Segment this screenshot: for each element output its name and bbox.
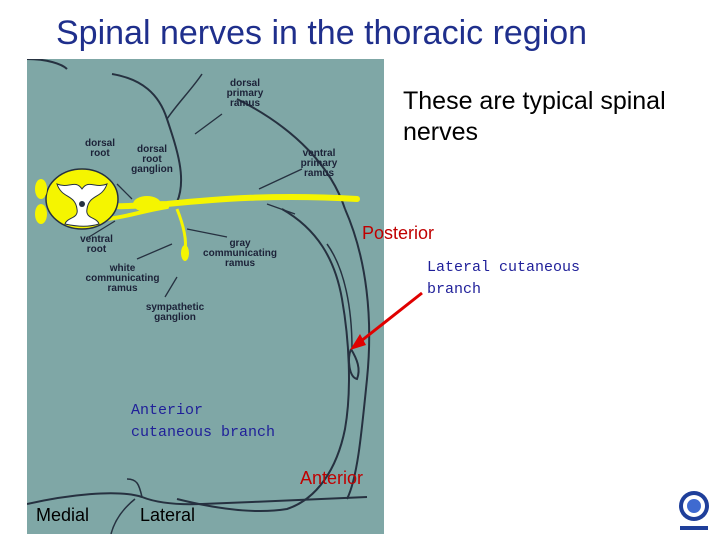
spinal-nerve-figure: dorsal primary ramus dorsal root dorsal … (27, 59, 384, 534)
label-anterior-cutaneous-branch: Anterior cutaneous branch (131, 402, 276, 441)
label-lateral: Lateral (140, 505, 196, 525)
slide-title: Spinal nerves in the thoracic region (56, 14, 588, 52)
label-gray-communicating-ramus: gray communicating ramus (203, 238, 277, 269)
label-dorsal-primary-ramus: dorsal primary ramus (226, 78, 264, 109)
university-seal-icon (679, 491, 709, 530)
spinal-nerve-drawing (27, 59, 371, 534)
label-ventral-primary-ramus: ventral primary ramus (300, 148, 338, 179)
label-lateral-cutaneous-branch: Lateral cutaneous branch (427, 259, 581, 298)
label-anterior: Anterior (300, 468, 364, 488)
label-dorsal-root: dorsal root (84, 138, 115, 159)
typical-nerves-note: These are typical spinal nerves (403, 87, 666, 146)
label-white-communicating-ramus: white communicating ramus (85, 263, 160, 294)
label-medial: Medial (36, 505, 90, 525)
label-posterior: Posterior (362, 223, 435, 243)
label-ventral-root: ventral root (80, 234, 113, 255)
label-dorsal-root-ganglion: dorsal root ganglion (131, 144, 173, 175)
label-sympathetic-ganglion: sympathetic ganglion (145, 302, 205, 323)
